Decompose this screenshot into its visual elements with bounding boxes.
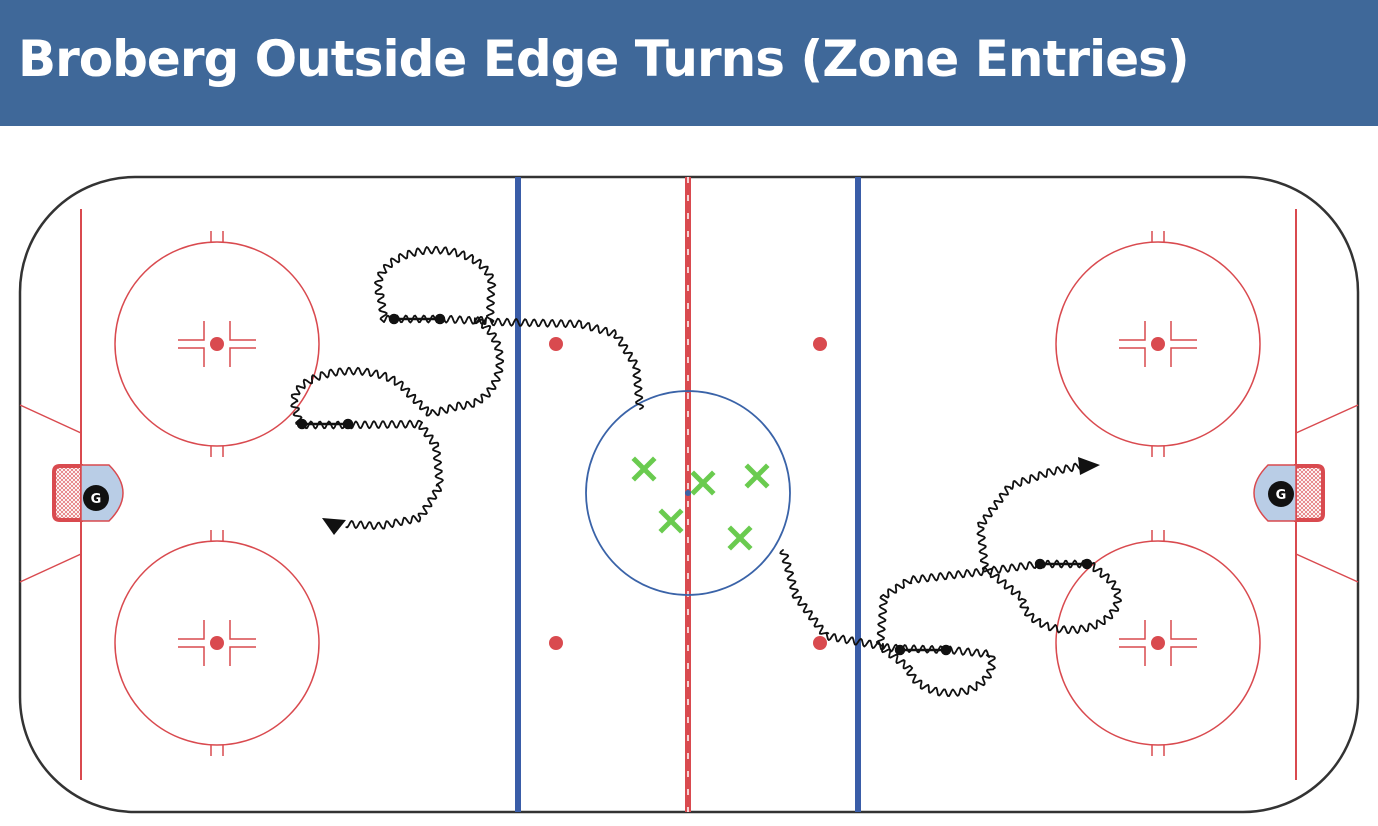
title-banner: Broberg Outside Edge Turns (Zone Entries… [0, 0, 1378, 126]
faceoff-circle [114, 530, 320, 756]
player-x-icon [658, 508, 684, 534]
net-left [52, 464, 83, 522]
hockey-rink-diagram: G G [18, 175, 1360, 814]
arrowhead-icon [322, 518, 346, 535]
faceoff-circle [1055, 231, 1261, 457]
center-faceoff-dot [685, 490, 691, 496]
faceoff-circle [1055, 530, 1261, 756]
skating-path [290, 245, 645, 530]
trapezoid-right [1295, 404, 1359, 583]
goalie-right: G [1268, 481, 1294, 507]
player-x-icon [631, 456, 657, 482]
goalie-label: G [91, 492, 102, 507]
goalie-left: G [83, 485, 109, 511]
faceoff-dot [210, 636, 224, 650]
faceoff-dot [1151, 636, 1165, 650]
goalie-label: G [1276, 488, 1287, 503]
players-group [631, 456, 770, 551]
player-x-icon [727, 525, 753, 551]
faceoff-circle [114, 231, 320, 457]
faceoff-dot [1151, 337, 1165, 351]
neutral-faceoff-dot [813, 337, 827, 351]
arrowhead-icon [1078, 457, 1100, 475]
faceoff-dot [210, 337, 224, 351]
neutral-faceoff-dot [549, 636, 563, 650]
neutral-faceoff-dot [549, 337, 563, 351]
net-right [1294, 464, 1325, 522]
trapezoid-left [19, 404, 82, 583]
page-title: Broberg Outside Edge Turns (Zone Entries… [18, 30, 1190, 88]
player-x-icon [744, 463, 770, 489]
player-x-icon [690, 470, 716, 496]
pivot-markers [296, 313, 1093, 656]
center-ice-circle [585, 390, 791, 596]
neutral-faceoff-dot [813, 636, 827, 650]
